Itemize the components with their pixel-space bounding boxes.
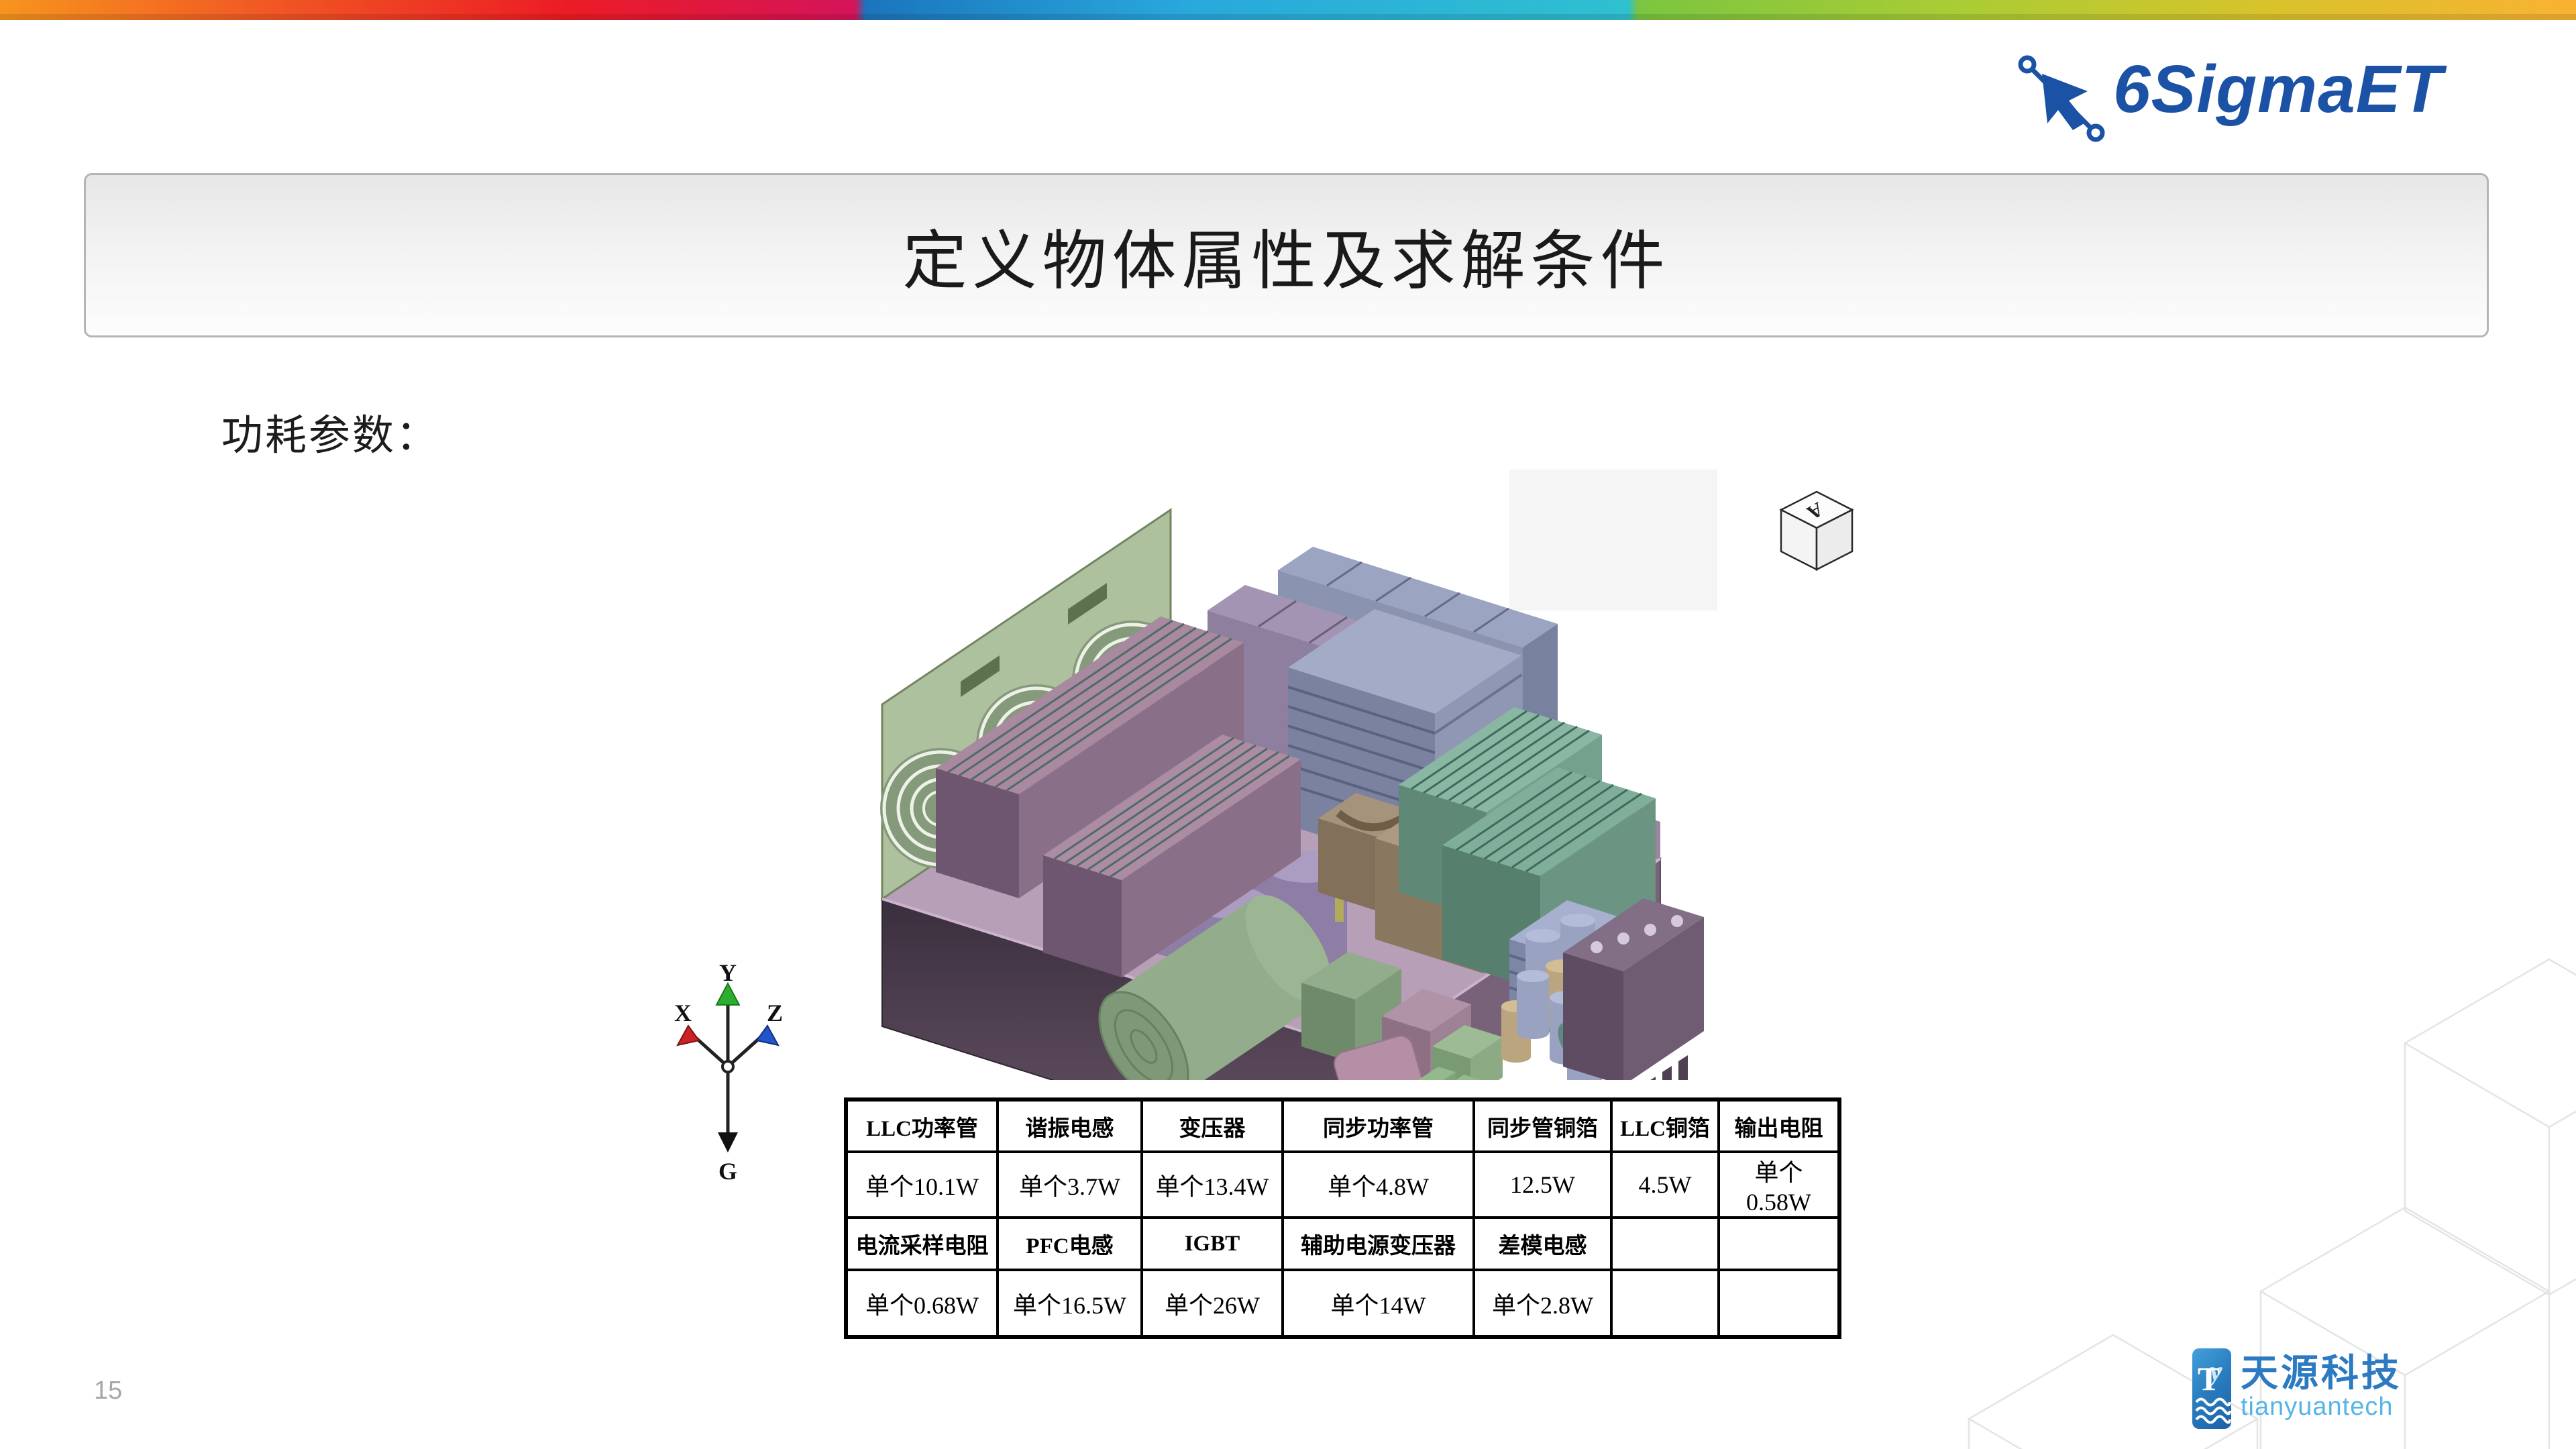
svg-text:T: T (2198, 1360, 2220, 1397)
table-cell: 单个0.58W (1717, 1150, 1841, 1219)
table-cell: 单个2.8W (1472, 1269, 1613, 1338)
ty-badge-icon: y T (2192, 1348, 2231, 1429)
table-cell: 同步功率管 (1281, 1098, 1475, 1153)
g-axis-label: G (718, 1158, 737, 1185)
table-cell: 变压器 (1140, 1098, 1284, 1153)
table-cell: 输出电阻 (1717, 1098, 1841, 1153)
g-axis-arrow (718, 1132, 738, 1152)
table-cell: 单个0.68W (845, 1269, 999, 1338)
hex-cube-pattern (1967, 958, 2576, 1449)
page-number: 15 (94, 1377, 123, 1405)
table-cell: 辅助电源变压器 (1281, 1216, 1475, 1271)
company-name-en: tianyuantech (2241, 1393, 2394, 1421)
table-cell (1717, 1216, 1841, 1271)
output-connector (1418, 1067, 1481, 1080)
terminal-block (1563, 898, 1704, 1080)
table-cell (1717, 1269, 1841, 1338)
z-axis-arrow (755, 1024, 780, 1046)
table-cell: 4.5W (1610, 1150, 1720, 1219)
psu-3d-model (880, 470, 1717, 1080)
render-haze (1509, 470, 1717, 610)
table-cell: IGBT (1140, 1216, 1284, 1271)
table-row: 电流采样电阻 PFC电感 IGBT 辅助电源变压器 差模电感 (845, 1216, 1841, 1271)
section-label: 功耗参数： (221, 413, 440, 459)
table-cell: 电流采样电阻 (845, 1216, 999, 1271)
table-row: LLC功率管 谐振电感 变压器 同步功率管 同步管铜箔 LLC铜箔 输出电阻 (845, 1098, 1841, 1153)
tianyuantech-logo: y T 天源科技 tianyuantech (2192, 1343, 2399, 1440)
green-inductor (1098, 895, 1332, 1080)
table-cell: 单个10.1W (845, 1150, 999, 1219)
6sigmaet-logo: 6SigmaET (2012, 52, 2496, 154)
page-title: 定义物体属性及求解条件 (902, 225, 1670, 297)
title-banner: 定义物体属性及求解条件 (84, 173, 2489, 337)
table-cell: 差模电感 (1472, 1216, 1613, 1271)
6sigmaet-pointer-icon (2018, 55, 2105, 142)
table-cell: 12.5W (1472, 1150, 1613, 1219)
y-axis-label: Y (719, 959, 737, 986)
x-axis-arrow (676, 1024, 700, 1046)
table-cell: 单个26W (1140, 1269, 1284, 1338)
z-axis-label: Z (767, 1000, 783, 1026)
power-table: LLC功率管 谐振电感 变压器 同步功率管 同步管铜箔 LLC铜箔 输出电阻 单… (844, 1097, 1841, 1339)
triad-origin (721, 1060, 735, 1073)
logo-wordmark: 6SigmaET (2113, 52, 2443, 127)
axis-triad: Y X Z G (674, 959, 783, 1185)
table-cell: 谐振电感 (996, 1098, 1143, 1153)
table-cell: 同步管铜箔 (1472, 1098, 1613, 1153)
table-cell: 单个13.4W (1140, 1150, 1284, 1219)
orientation-cube: A B L (1779, 490, 1854, 572)
table-row: 单个0.68W 单个16.5W 单个26W 单个14W 单个2.8W (845, 1269, 1841, 1338)
x-axis-label: X (674, 1000, 692, 1026)
y-axis-arrow (715, 981, 741, 1006)
table-cell: 单个4.8W (1281, 1150, 1475, 1219)
table-cell: LLC功率管 (845, 1098, 999, 1153)
table-cell (1610, 1216, 1720, 1271)
company-name-cn: 天源科技 (2241, 1352, 2402, 1394)
table-row: 单个10.1W 单个3.7W 单个13.4W 单个4.8W 12.5W 4.5W… (845, 1150, 1841, 1219)
table-cell: LLC铜箔 (1610, 1098, 1720, 1153)
table-cell: 单个3.7W (996, 1150, 1143, 1219)
front-misc (1334, 1035, 1425, 1080)
table-cell: 单个14W (1281, 1269, 1475, 1338)
table-cell (1610, 1269, 1720, 1338)
table-cell: PFC电感 (996, 1216, 1143, 1271)
rainbow-top-bar (0, 0, 2576, 20)
heatsink-left-2 (1043, 735, 1301, 977)
table-cell: 单个16.5W (996, 1269, 1143, 1338)
